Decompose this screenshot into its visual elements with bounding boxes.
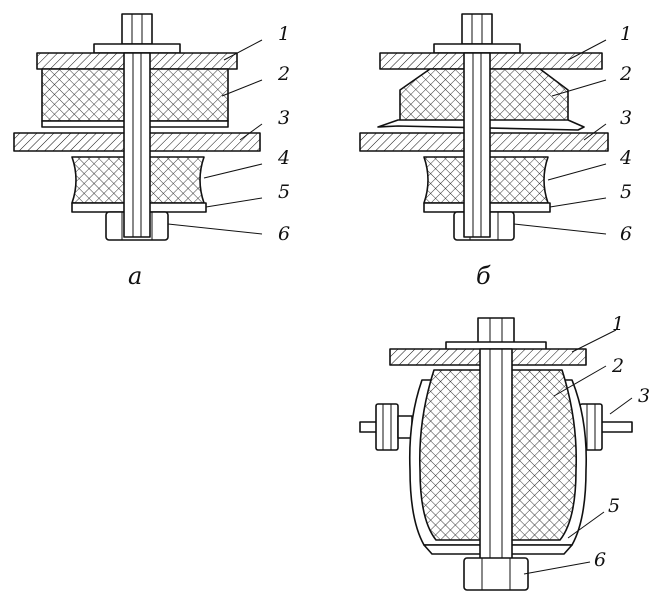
panel-b-label-6: 6 (620, 223, 632, 245)
panel-b-washer (433, 43, 521, 54)
panel-c-label-5: 5 (608, 495, 620, 517)
panel-a-bolt-head (121, 13, 153, 45)
panel-c: 1 2 3 5 6 (359, 313, 650, 591)
panel-a-label-1: 1 (278, 23, 290, 45)
panel-a-label-6: 6 (278, 223, 290, 245)
panel-b-bolt-head (461, 13, 493, 45)
panel-a-label-2: 2 (277, 63, 290, 85)
panel-b-label-3: 3 (620, 107, 632, 129)
panel-a-bolt-shank (123, 52, 151, 238)
panel-b-label-2: 2 (619, 63, 632, 85)
panel-b-bolt-shank (463, 52, 491, 238)
panel-a-washer (93, 43, 181, 54)
panel-c-label-3: 3 (638, 385, 650, 407)
panel-b-plate-1 (379, 52, 603, 70)
panel-b: 1 2 3 4 5 6 б (359, 13, 632, 290)
panel-a-caption: а (128, 262, 142, 290)
panel-b-label-4: 4 (619, 147, 632, 169)
panel-c-label-6: 6 (594, 549, 606, 571)
panel-a-label-4: 4 (277, 147, 290, 169)
panel-c-label-2: 2 (611, 355, 624, 377)
panel-b-caption: б (476, 262, 491, 290)
panel-c-label-1: 1 (612, 313, 624, 335)
panel-c-left-bolt (375, 403, 399, 451)
panel-c-bolt-shank (479, 348, 513, 562)
panel-a: 1 2 3 4 5 6 а (13, 13, 290, 290)
panel-a-label-5: 5 (278, 181, 290, 203)
panel-b-label-5: 5 (620, 181, 632, 203)
panel-a-label-3: 3 (278, 107, 290, 129)
panel-b-label-1: 1 (620, 23, 632, 45)
panel-c-nut (463, 557, 529, 591)
